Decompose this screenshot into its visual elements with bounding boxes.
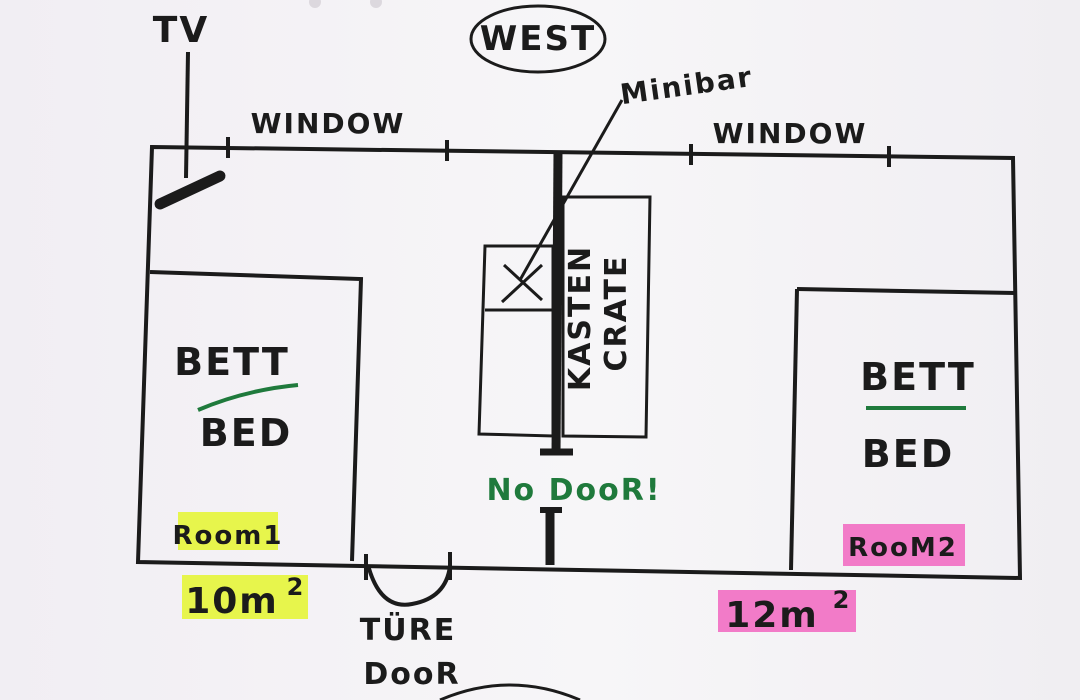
kasten-crate-cabinet (561, 195, 652, 439)
left-bed-outline (149, 270, 364, 562)
tuere-label: TÜRE (360, 611, 456, 648)
room1-highlight (178, 512, 278, 550)
tv-symbol (154, 170, 226, 210)
crate-label: CRATE (599, 255, 634, 372)
outer-walls (135, 144, 1023, 581)
area-room2-value: 12m (725, 595, 819, 636)
tv-label: TV (153, 10, 209, 51)
room2-highlight (843, 524, 965, 566)
bottom-oval-fragment (439, 683, 581, 700)
room1-label: Room1 (173, 521, 284, 551)
window-left-label: WINDOW (251, 107, 406, 140)
west-compass-oval (469, 4, 607, 74)
no-door-label: No DooR! (486, 473, 661, 508)
right-bed-side (789, 288, 799, 571)
divider-wall-upper (551, 151, 563, 456)
right-bed-bed-label: BED (862, 432, 954, 476)
punch-hole (370, 0, 382, 8)
left-bed-bed-label: BED (200, 411, 292, 455)
right-bed-bett-label: BETT (860, 355, 976, 399)
minibar-label: Minibar (618, 60, 755, 111)
punch-hole (309, 0, 321, 8)
area-room2-highlight (718, 590, 856, 632)
room2-label: RooM2 (848, 533, 958, 563)
area-room1-highlight (182, 575, 308, 619)
area-room1-value: 10m (185, 581, 279, 622)
area-room1-exponent: 2 (287, 573, 306, 601)
tv-pointer-line (184, 51, 190, 179)
left-bed-bett-label: BETT (174, 340, 290, 384)
minibar-x-icon (500, 263, 544, 304)
right-bed-top (796, 287, 1016, 295)
door-swing-arc (366, 564, 452, 607)
window-right-label: WINDOW (713, 117, 868, 150)
kasten-label: KASTEN (563, 245, 598, 391)
left-bed-green-line (197, 383, 299, 412)
door-label: DooR (363, 657, 460, 692)
area-room2-exponent: 2 (833, 586, 852, 614)
minibar-pointer (518, 99, 624, 281)
left-cabinet (477, 244, 555, 438)
west-label: WEST (480, 19, 596, 59)
